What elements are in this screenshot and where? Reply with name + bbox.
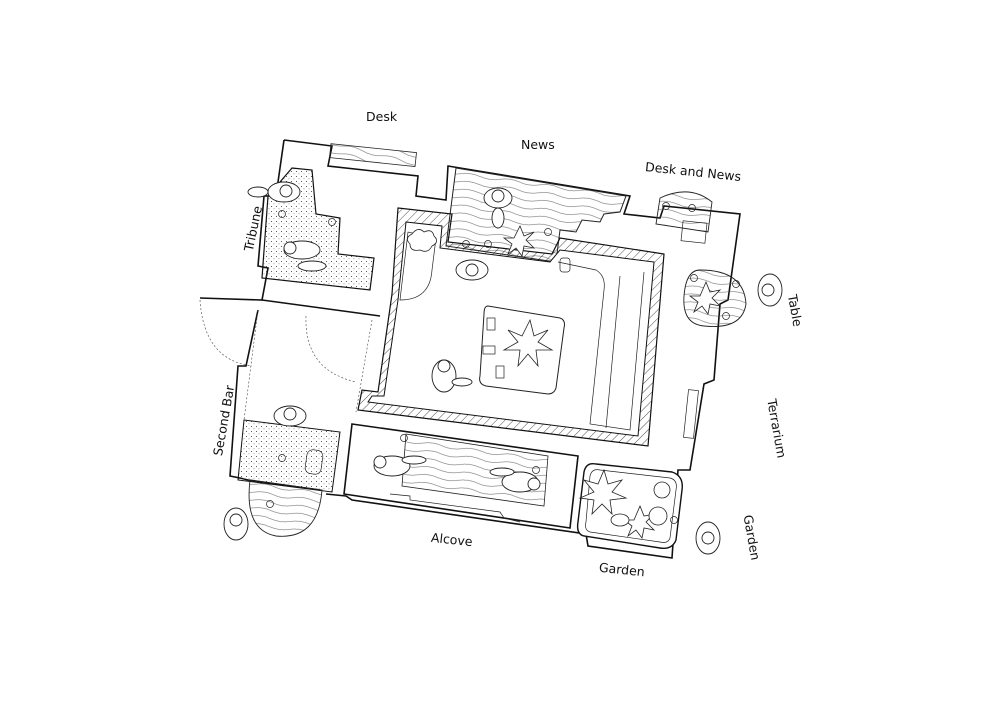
person-figure [483,187,513,229]
person-figure [489,467,541,493]
terrarium-window [683,389,699,439]
desk-and-news-kiosk [655,191,713,244]
plant-icons [407,225,722,539]
person-figure [273,405,307,427]
person-figure [757,273,783,307]
stools [266,202,740,524]
label-news: News [521,137,555,152]
person-figure [283,240,327,272]
second-bar [237,419,341,537]
person-figure [223,507,249,541]
person-figure [373,455,427,477]
label-desk: Desk [366,109,398,124]
people-figures [223,181,783,555]
alcove-room [343,423,579,529]
person-figure [247,181,301,203]
person-figure [695,521,721,555]
person-figure [431,359,473,393]
person-figure [455,259,489,281]
door-swings [199,299,373,421]
